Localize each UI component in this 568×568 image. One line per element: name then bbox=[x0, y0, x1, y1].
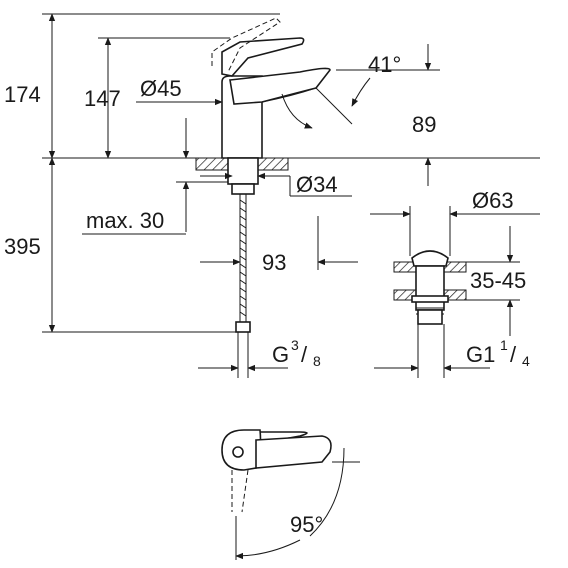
waste-fitting bbox=[393, 250, 467, 378]
dimension-max-30: max. 30 bbox=[82, 208, 186, 235]
dim-waste-thread-num: 1 bbox=[500, 337, 508, 353]
dim-waste-diameter-label: Ø63 bbox=[472, 188, 514, 213]
dimension-147: 147 bbox=[84, 37, 230, 159]
dim-waste-range-label: 35-45 bbox=[470, 268, 526, 293]
svg-text:/: / bbox=[301, 342, 308, 367]
dim-swivel-angle-label: 95° bbox=[290, 512, 323, 537]
dimension-93: 93 bbox=[200, 216, 358, 275]
dimension-base-diameter: Ø34 bbox=[200, 172, 352, 197]
dim-waste-thread-den: 4 bbox=[522, 353, 530, 369]
dim-supply-thread-den: 8 bbox=[313, 353, 321, 369]
lever-raised-outline bbox=[211, 17, 281, 73]
dim-base-diameter-label: Ø34 bbox=[296, 172, 338, 197]
dim-supply-thread-prefix: G bbox=[272, 342, 289, 367]
svg-text:/: / bbox=[510, 342, 517, 367]
dimension-supply-thread: G 3 / 8 bbox=[198, 337, 321, 372]
dim-147-label: 147 bbox=[84, 86, 121, 111]
faucet-lever bbox=[221, 37, 305, 77]
dim-174-label: 174 bbox=[4, 82, 41, 107]
dimension-waste-diameter: Ø63 bbox=[370, 188, 540, 256]
dimension-395: 395 bbox=[4, 157, 240, 333]
faucet-top-view: 95° bbox=[221, 429, 360, 560]
dimension-89: 89 bbox=[336, 44, 440, 186]
faucet-side-view bbox=[42, 17, 540, 378]
dim-395-label: 395 bbox=[4, 234, 41, 259]
dim-body-diameter-label: Ø45 bbox=[140, 76, 182, 101]
supply-hose bbox=[235, 194, 251, 378]
dim-max-30-label: max. 30 bbox=[86, 208, 164, 233]
dimension-waste-range: 35-45 bbox=[466, 226, 526, 336]
dim-89-label: 89 bbox=[412, 112, 436, 137]
dim-waste-thread-prefix: G1 bbox=[466, 342, 495, 367]
dimension-waste-thread: G1 1 / 4 bbox=[374, 337, 530, 372]
dim-93-label: 93 bbox=[262, 250, 286, 275]
dimension-174: 174 bbox=[4, 13, 280, 159]
dim-supply-thread-num: 3 bbox=[291, 337, 299, 353]
dimension-body-diameter: Ø45 bbox=[136, 76, 223, 106]
faucet-spout bbox=[229, 67, 331, 105]
dim-lever-angle-label: 41° bbox=[368, 52, 401, 77]
